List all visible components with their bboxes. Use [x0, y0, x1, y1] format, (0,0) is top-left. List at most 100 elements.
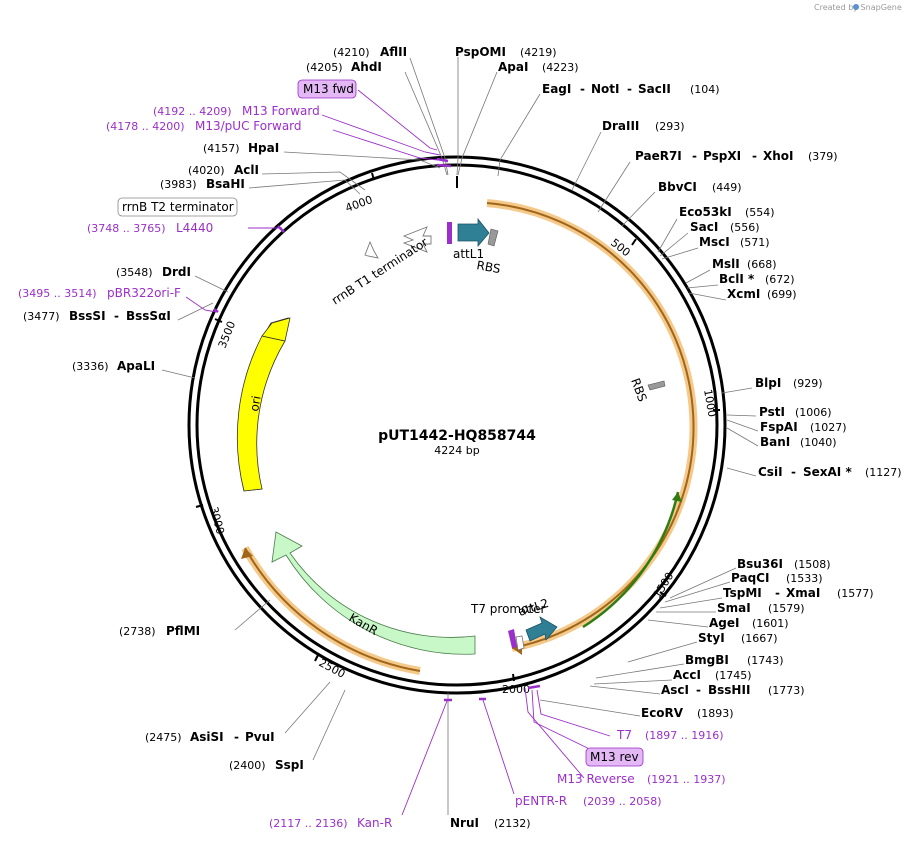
enzyme-name[interactable]: AscI: [661, 683, 689, 697]
enzyme-name[interactable]: BlpI: [755, 376, 781, 390]
enzyme-name[interactable]: BanI: [760, 435, 790, 449]
enzyme-name[interactable]: PspOMI: [455, 45, 506, 59]
enzyme-name[interactable]: XhoI: [763, 149, 794, 163]
enzyme-pos: (1601): [752, 617, 789, 630]
svg-text:-: -: [752, 149, 757, 163]
enzyme-name[interactable]: BssSI: [69, 309, 106, 323]
m13-rev-box[interactable]: [585, 747, 644, 767]
svg-text:-: -: [791, 465, 796, 479]
svg-text:-: -: [696, 683, 701, 697]
enzyme-name[interactable]: PaeR7I: [635, 149, 682, 163]
enzyme-pos: (1743): [747, 654, 784, 667]
enzyme-pos: (1533): [786, 572, 823, 585]
green-orf-arc: [582, 491, 680, 629]
enzyme-name[interactable]: PstI: [759, 405, 785, 419]
enzyme-name[interactable]: SacI: [690, 220, 718, 234]
enzyme-name[interactable]: DraIII: [602, 119, 639, 133]
t7-promoter-label: T7 promoter: [470, 602, 546, 616]
enzyme-pos: (293): [655, 120, 685, 133]
enzyme-name[interactable]: HpaI: [248, 141, 279, 155]
plasmid-name: pUT1442-HQ858744: [378, 428, 536, 444]
enzyme-name[interactable]: BssSαI: [126, 309, 171, 323]
enzyme-name[interactable]: ApaI: [498, 60, 528, 74]
enzyme-name[interactable]: FspAI: [760, 420, 798, 434]
enzyme-name[interactable]: MscI: [699, 235, 730, 249]
primer-name[interactable]: M13 Reverse: [557, 772, 635, 786]
enzyme-name[interactable]: Bsu36I: [737, 557, 783, 571]
primer-pos: (3748 .. 3765): [87, 222, 166, 235]
primer-name[interactable]: pBR322ori-F: [107, 286, 181, 300]
primer-name[interactable]: L4440: [176, 221, 213, 235]
enzyme-name[interactable]: AflII: [380, 45, 407, 59]
enzyme-pos: (929): [793, 377, 823, 390]
enzyme-pos: (449): [712, 181, 742, 194]
enzyme-name[interactable]: BclI *: [719, 272, 755, 286]
enzyme-name[interactable]: SspI: [275, 758, 304, 772]
orf2-arc: [244, 547, 421, 672]
enzyme-name[interactable]: Eco53kI: [679, 205, 732, 219]
enzyme-pos: (2400): [229, 759, 266, 772]
primer-name[interactable]: pENTR-R: [515, 794, 567, 808]
primer-name[interactable]: M13 Forward: [242, 104, 320, 118]
rrnb-t2-terminator-feature: [364, 240, 379, 259]
enzyme-pos: (379): [808, 150, 838, 163]
enzyme-leaders: [161, 57, 759, 815]
enzyme-pos: (4210): [333, 46, 370, 59]
enzyme-name[interactable]: EagI: [542, 82, 571, 96]
enzyme-name[interactable]: SacII: [638, 82, 671, 96]
m13-fwd-box[interactable]: [297, 79, 357, 99]
ori-arrow-head: [261, 317, 291, 342]
rrnb-t1-terminator-feature: [402, 226, 432, 253]
enzyme-name[interactable]: NruI: [450, 816, 479, 830]
enzyme-name[interactable]: XmaI: [786, 586, 820, 600]
enzyme-pos: (1579): [768, 602, 805, 615]
enzyme-name[interactable]: BbvCI: [658, 180, 697, 194]
enzyme-name[interactable]: CsiI: [758, 465, 783, 479]
tick-label-2000: 2000: [502, 683, 530, 696]
enzyme-pos: (1127): [865, 466, 902, 479]
enzyme-name[interactable]: BmgBI: [685, 653, 729, 667]
enzyme-name[interactable]: BssHII: [708, 683, 750, 697]
enzyme-name[interactable]: XcmI: [727, 287, 760, 301]
enzyme-pos: (1040): [800, 436, 837, 449]
enzyme-name[interactable]: AhdI: [351, 60, 382, 74]
enzyme-pos: (1006): [795, 406, 832, 419]
enzyme-name[interactable]: AclI: [234, 163, 259, 177]
svg-text:-: -: [627, 82, 632, 96]
enzyme-pos: (3336): [72, 360, 109, 373]
enzyme-name[interactable]: AgeI: [709, 616, 739, 630]
enzyme-name[interactable]: EcoRV: [641, 706, 684, 720]
enzyme-pos: (571): [740, 236, 770, 249]
enzyme-name[interactable]: PvuI: [245, 730, 275, 744]
rrnb-t2-box[interactable]: [117, 197, 238, 217]
enzyme-name[interactable]: TspMI: [723, 586, 762, 600]
kanr-feature: [271, 531, 476, 655]
svg-text:-: -: [692, 149, 697, 163]
rrnb-t1-label: rrnB T1 terminator: [329, 235, 430, 308]
enzyme-pos: (1893): [697, 707, 734, 720]
rbs-right-label: RBS: [628, 376, 649, 403]
svg-text:-: -: [775, 586, 780, 600]
enzyme-name[interactable]: ApaLI: [117, 359, 155, 373]
enzyme-pos: (4223): [542, 61, 579, 74]
enzyme-name[interactable]: PaqCI: [731, 571, 769, 585]
enzyme-name[interactable]: SexAI *: [803, 465, 852, 479]
primer-name[interactable]: T7: [616, 728, 632, 742]
enzyme-name[interactable]: PspXI: [703, 149, 741, 163]
enzyme-name[interactable]: StyI: [698, 631, 725, 645]
tick-label-1000: 1000: [701, 388, 719, 418]
enzyme-name[interactable]: AccI: [673, 668, 701, 682]
enzyme-name[interactable]: AsiSI: [190, 730, 224, 744]
enzyme-name[interactable]: PflMI: [166, 624, 200, 638]
primer-pos: (1921 .. 1937): [647, 773, 726, 786]
primer-name[interactable]: M13/pUC Forward: [195, 119, 302, 133]
enzyme-name[interactable]: SmaI: [717, 601, 751, 615]
enzyme-pos: (1773): [768, 684, 805, 697]
enzyme-name[interactable]: BsaHI: [206, 177, 245, 191]
enzyme-pos: (4157): [203, 142, 240, 155]
enzyme-name[interactable]: DrdI: [162, 265, 191, 279]
enzyme-name[interactable]: MslI: [712, 257, 740, 271]
enzyme-name[interactable]: NotI: [591, 82, 620, 96]
enzyme-pos: (668): [747, 258, 777, 271]
primer-name[interactable]: Kan-R: [357, 816, 392, 830]
